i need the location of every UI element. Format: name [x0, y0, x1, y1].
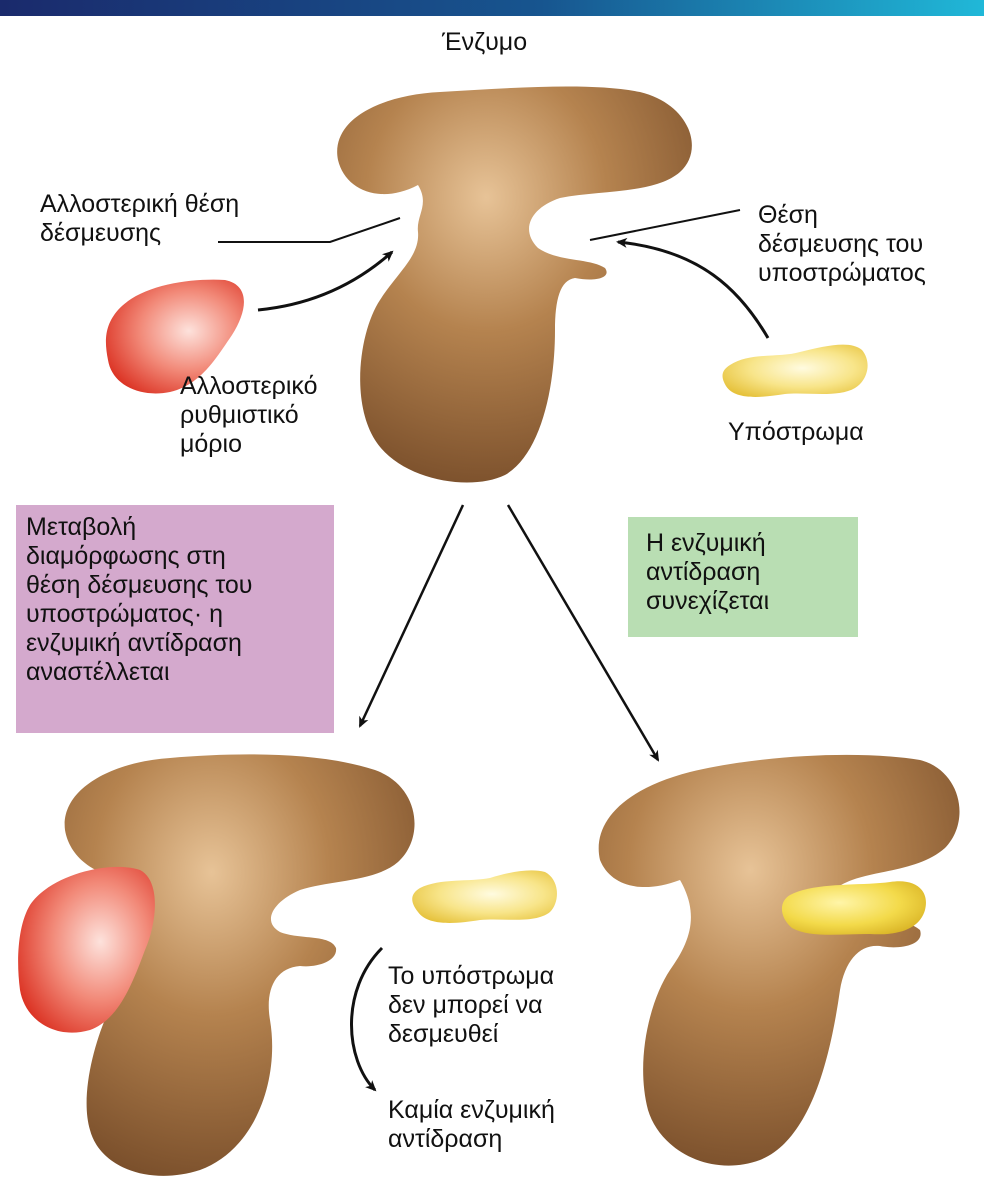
substrate-free: [723, 345, 868, 397]
no-binding-arrow: [351, 948, 382, 1090]
enzyme-top: [337, 87, 692, 483]
allosteric-site-label: Αλλοστερική θέση δέσμευσης: [40, 190, 239, 248]
substrate-label: Υπόστρωμα: [728, 418, 864, 447]
reaction-proceeds-box: Η ενζυμική αντίδραση συνεχίζεται: [628, 517, 858, 637]
inhibited-reaction-box: Μεταβολή διαμόρφωσης στη θέση δέσμευσης …: [16, 505, 334, 733]
inhibition-path-arrow: [360, 505, 463, 726]
top-banner: [0, 0, 984, 16]
regulator-label: Αλλοστερικό ρυθμιστικό μόριο: [180, 372, 318, 459]
cannot-bind-label: Το υπόστρωμα δεν μπορεί να δεσμευθεί: [388, 962, 554, 1049]
enzyme-label: Ένζυμο: [442, 28, 527, 57]
enzyme-active: [599, 755, 960, 1166]
no-reaction-label: Καμία ενζυμική αντίδραση: [388, 1096, 555, 1154]
substrate-site-label: Θέση δέσμευσης του υποστρώματος: [758, 201, 926, 288]
substrate-binding-arrow: [618, 242, 768, 338]
regulator-binding-arrow: [258, 252, 392, 310]
substrate-unbound: [412, 870, 557, 923]
allosteric-site-leader: [218, 218, 400, 242]
substrate-site-leader: [590, 210, 740, 240]
